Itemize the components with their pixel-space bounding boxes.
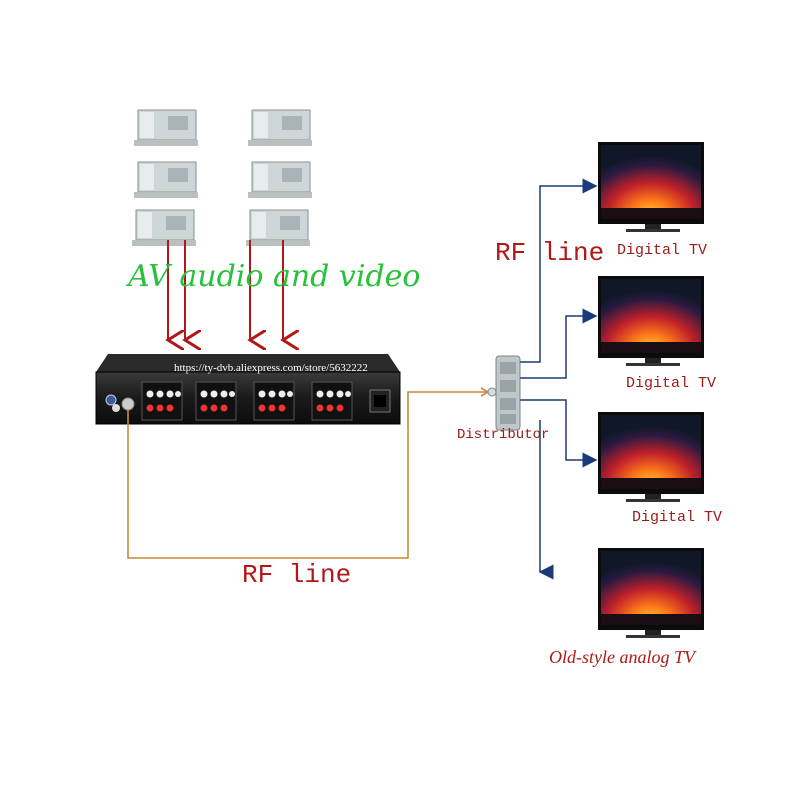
tv-caption-1: Digital TV [617, 242, 708, 259]
output-line-tv3 [520, 399, 598, 468]
output-lines [520, 178, 598, 580]
tv-3 [598, 412, 704, 502]
tv-2 [598, 276, 704, 366]
set-top-box [132, 209, 196, 246]
set-top-box [134, 161, 198, 198]
rf-line-label-top: RF line [495, 238, 605, 268]
rf-line-label-bottom: RF line [242, 560, 352, 590]
set-top-box [246, 209, 310, 246]
distributor-label: Distributor [457, 427, 550, 443]
input-module [311, 381, 353, 421]
tv-caption-3: Digital TV [632, 509, 723, 526]
rf-cable [127, 391, 488, 559]
av-audio-video-label: AV audio and video [128, 259, 421, 294]
tv-1 [598, 142, 704, 232]
distributor-device [487, 355, 521, 431]
input-module [253, 381, 295, 421]
tv-caption-analog: Old-style analog TV [549, 647, 695, 667]
input-module [141, 381, 183, 421]
modulator-device [95, 354, 401, 425]
output-line-tv2 [520, 308, 598, 379]
tv-caption-2: Digital TV [626, 375, 717, 392]
input-module [195, 381, 237, 421]
set-top-box [134, 109, 198, 146]
set-top-box [248, 161, 312, 198]
av-arrows [168, 240, 283, 340]
store-url-watermark: https://ty-dvb.aliexpress.com/store/5632… [174, 362, 368, 374]
set-top-box [248, 109, 312, 146]
output-line-tv1 [520, 178, 598, 363]
tv-4 [598, 548, 704, 638]
